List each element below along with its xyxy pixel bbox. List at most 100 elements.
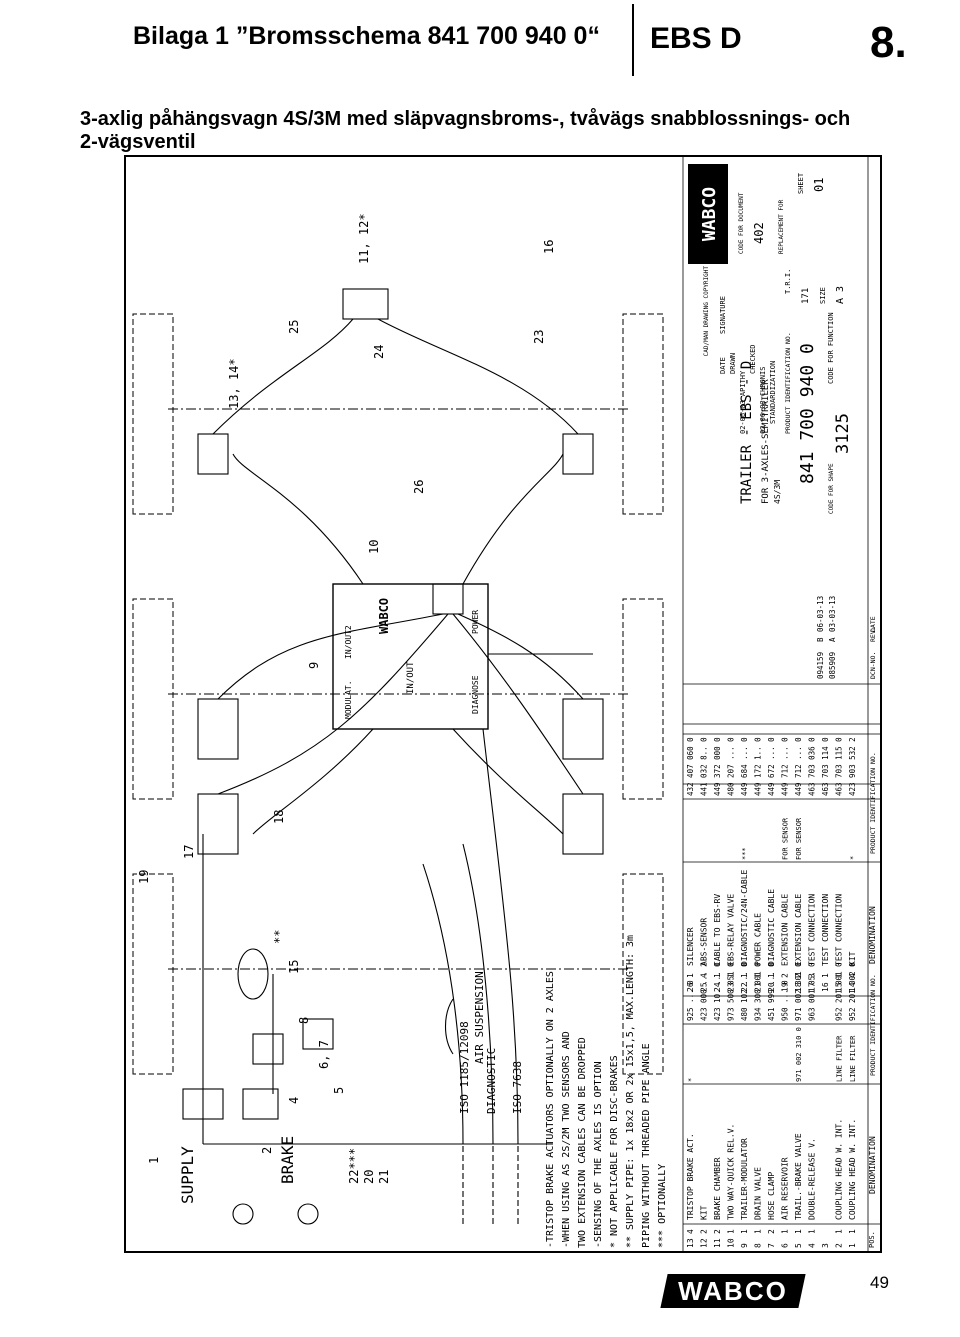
parts2-row-note: FOR SENSOR xyxy=(782,817,790,860)
parts2-row-pos: 24 xyxy=(713,982,722,992)
modulator-power-label: POWER xyxy=(471,610,480,634)
parts-row-name: DOUBLE-RELEASE V. xyxy=(808,1138,817,1220)
replacement-label: REPLACEMENT FOR xyxy=(778,199,785,254)
sheet-label: SHEET xyxy=(797,172,805,194)
parts-row-note: 971 002 310 0 xyxy=(795,1027,803,1082)
parts-row-code: 971 002 301 0 xyxy=(794,962,803,1021)
diagram-note: -SENSING OF THE AXLES IS OPTION xyxy=(593,1061,604,1248)
page-subtitle: 3-axlig påhängsvagn 4S/3M med släpvagnsb… xyxy=(80,108,851,153)
revision-date: 03-03-13 xyxy=(828,596,837,632)
parts2-row-qty: 4 xyxy=(700,973,709,978)
callout-8: 21 xyxy=(377,1170,391,1184)
parts2-row-code: 423 903 532 2 xyxy=(848,737,857,796)
parts2-row-pos: 23 xyxy=(727,982,736,992)
parts2-row-pos: 17 xyxy=(808,982,817,992)
parts2-row-qty: 1 xyxy=(727,973,736,978)
parts2-row-qty: 1 xyxy=(835,973,844,978)
parts2-row-name: POWER CABLE xyxy=(754,913,763,966)
parts-row-pos: 6 xyxy=(781,1243,790,1248)
drawn-label: DRAWN xyxy=(729,353,737,374)
parts-row-code: 973 500 051 0 xyxy=(727,962,736,1021)
parts2-row-qty: 1 xyxy=(740,973,749,978)
parts-row-name: DRAIN VALVE xyxy=(754,1167,763,1220)
modulator-label: MODULAT. xyxy=(344,680,353,719)
parts-row-code: 423 000 ... 2 xyxy=(700,962,709,1021)
parts2-row-name: TEST CONNECTION xyxy=(835,894,844,966)
system-title: EBS D xyxy=(650,22,742,55)
parts2-row-code: 463 703 036 0 xyxy=(808,737,817,796)
parts-row-qty: 2 xyxy=(767,1229,776,1234)
parts2-row-qty: 2 xyxy=(781,973,790,978)
parts-row-code: 480 102 ... 0 xyxy=(740,962,749,1021)
signature-label: SIGNATURE xyxy=(719,296,727,334)
parts2-row-note: * xyxy=(849,856,857,860)
parts2-row-code: 480 207 ... 0 xyxy=(727,737,736,796)
parts-row-pos: 5 xyxy=(794,1243,803,1248)
parts-header-code: PRODUCT IDENTIFICATION NO. xyxy=(869,974,877,1076)
callout-21: ** xyxy=(272,930,286,944)
parts-row-name: KIT xyxy=(700,1205,709,1220)
parts2-row-name: SILENCER xyxy=(686,927,695,966)
code-shape-label: CODE FOR SHAPE xyxy=(828,463,835,514)
callout-10: 17 xyxy=(182,845,196,859)
parts2-row-name: EXTENSION CABLE xyxy=(781,894,790,966)
iso-7638-label: ISO 7638 xyxy=(511,1061,524,1114)
parts-row-qty: 2 xyxy=(700,1229,709,1234)
parts2-row-pos: 18 xyxy=(794,982,803,992)
parts2-row-qty: 2 xyxy=(794,973,803,978)
parts-row-pos: 2 xyxy=(835,1243,844,1248)
parts-row-pos: 3 xyxy=(821,1243,830,1248)
parts2-row-qty: 1 xyxy=(754,973,763,978)
date-label: DATE xyxy=(719,357,727,374)
callout-15: 10 xyxy=(367,540,381,554)
checked-value: 02-06-03 CHRONIS xyxy=(759,367,767,434)
parts2-row-name: DIAGNOSTIC/24N-CABLE xyxy=(740,869,749,966)
parts2-row-pos: 15 xyxy=(835,982,844,992)
parts2-row-qty: 4 xyxy=(848,973,857,978)
title-wabco-logo xyxy=(688,164,728,264)
parts2-row-pos: 14 xyxy=(848,982,857,992)
diagram-note: *** OPTIONALLY xyxy=(657,1164,668,1248)
parts-row-pos: 1 xyxy=(848,1243,857,1248)
parts2-row-code: 463 703 115 0 xyxy=(835,737,844,796)
footer-wabco-logo: WABCO xyxy=(660,1274,806,1308)
port-1-label: 1 xyxy=(147,1157,161,1164)
callout-2: 6, 7 xyxy=(317,1040,331,1069)
parts2-row-pos: 26 xyxy=(686,982,695,992)
port-2-label: 2 xyxy=(260,1147,274,1154)
parts2-header-code: PRODUCT IDENTIFICATION NO. xyxy=(869,752,877,854)
parts-header-pos: POS. xyxy=(868,1231,876,1248)
parts2-row-pos: 16 xyxy=(821,982,830,992)
parts-row-code: 952 201 001 0 xyxy=(835,962,844,1021)
copyright-label: CAD/MAN DRAWING COPYRIGHT xyxy=(703,266,710,357)
diagram-note: ** SUPPLY PIPE: 1x 18x2 OR 2x 15x1,5, MA… xyxy=(625,935,636,1248)
parts-list-left: POS. DENOMINATION PRODUCT IDENTIFICATION… xyxy=(686,962,877,1248)
parts-row-name: COUPLING HEAD W. INT. xyxy=(835,1119,844,1220)
revision-header-doc: DCN-NO. xyxy=(869,652,877,679)
supply-label: SUPPLY xyxy=(178,1146,197,1204)
parts-row-pos: 9 xyxy=(740,1243,749,1248)
diagram-note: PIPING WITHOUT THREADED PIPE ANGLE xyxy=(641,1043,652,1248)
parts-row-qty: 1 xyxy=(781,1229,790,1234)
parts-row-code: 934 300 001 0 xyxy=(754,962,763,1021)
callout-6: 22*** xyxy=(347,1148,361,1184)
callout-5: 5 xyxy=(332,1087,346,1094)
schematic-lines xyxy=(132,288,664,1225)
code-function-label: CODE FOR FUNCTION xyxy=(827,312,835,384)
title-block: WABCO CAD/MAN DRAWING COPYRIGHT DATE SIG… xyxy=(688,164,853,514)
parts-row-qty: 1 xyxy=(740,1229,749,1234)
parts-row-qty: 1 xyxy=(754,1229,763,1234)
parts-row-code: 950 ... 0 xyxy=(781,980,790,1021)
size-label: SIZE xyxy=(819,287,827,304)
parts-row-code: 925 ... 0 xyxy=(686,980,695,1021)
iso-1185-label: ISO 1185/12098 xyxy=(458,1021,471,1114)
parts-row-name: TRAILER-MODULATOR xyxy=(740,1138,749,1220)
parts-row-code: 952 201 002 0 xyxy=(848,962,857,1021)
parts-row-pos: 7 xyxy=(767,1243,776,1248)
parts-header-name: DENOMINATION xyxy=(868,1136,877,1194)
page-number: 49 xyxy=(870,1273,889,1292)
footer-logo-text: WABCO xyxy=(678,1276,788,1306)
schematic-labels: SUPPLY BRAKE 1 2 ISO 1185/12098 DIAGNOST… xyxy=(137,213,556,1204)
callout-19: 24 xyxy=(372,345,386,359)
parts-row-qty: 1 xyxy=(835,1229,844,1234)
